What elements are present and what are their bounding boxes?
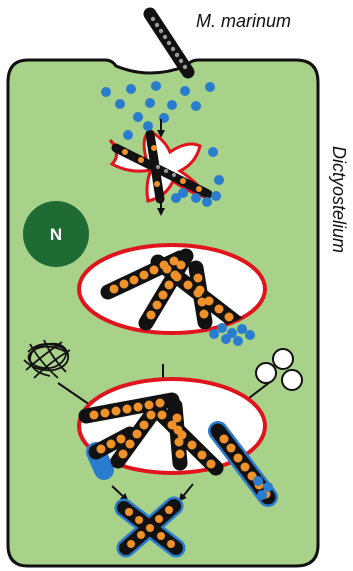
nucleus-label: N [50,225,62,244]
bacterium-label: M. marinum [196,11,291,31]
nucleus: N [23,201,89,267]
host-cell-label: Dictyostelium [329,146,349,253]
entering-bacterium [150,14,188,72]
